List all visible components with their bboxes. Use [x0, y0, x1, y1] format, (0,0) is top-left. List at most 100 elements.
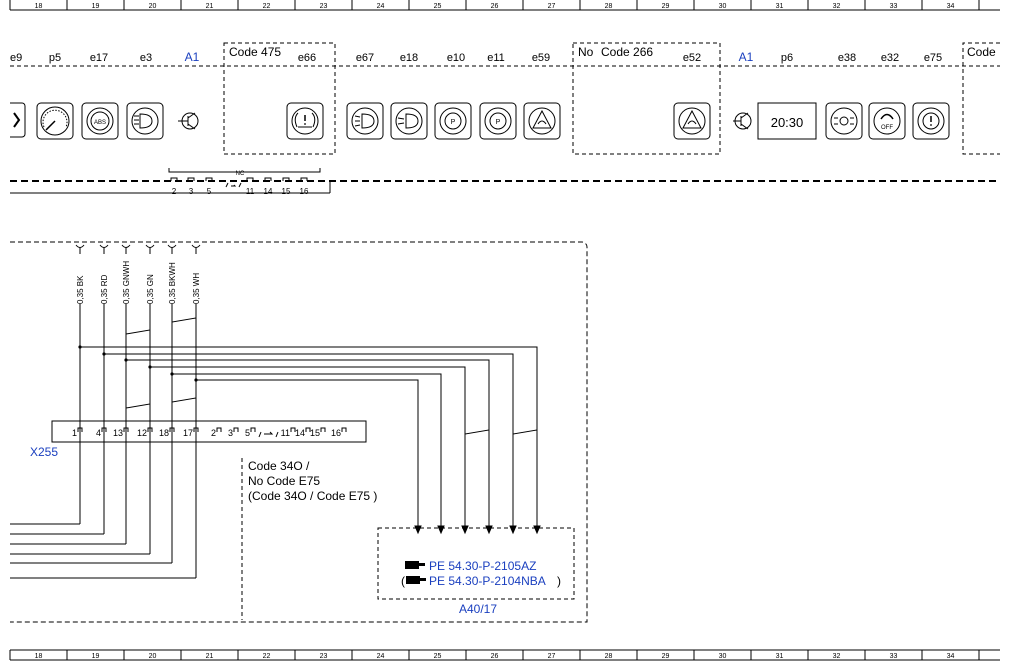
pin-mark: [187, 177, 195, 181]
x255-pin-mark: [341, 427, 347, 432]
wire-top-arrow: [167, 244, 177, 254]
grid-column-label: 20: [149, 653, 157, 660]
twist-mark: [171, 394, 197, 406]
wire-branch: [150, 366, 466, 532]
twist-mark: [125, 400, 151, 412]
component-label: e59: [532, 52, 550, 64]
wire-arrowhead: [437, 525, 445, 535]
x255-pin-mark: [250, 427, 256, 432]
reference-hand-icon: [405, 561, 425, 569]
wire-top-arrow: [75, 244, 85, 254]
e10-parking-brake-icon: P: [434, 102, 472, 140]
component-label: e18: [400, 52, 418, 64]
wire-label: 0,35 BK: [76, 275, 85, 304]
grid-column-label: 19: [92, 653, 100, 660]
e11-parking-brake-icon: P: [479, 102, 517, 140]
pin-mark: [282, 177, 290, 181]
grid-column-label: 28: [605, 3, 613, 10]
grid-column-label: 21: [206, 653, 214, 660]
component-label: A1: [185, 50, 200, 64]
code-right-box: [962, 42, 1000, 155]
wire-branch: [126, 359, 490, 532]
x255-pin-label: 2: [211, 428, 216, 438]
x255-pin-mark: [147, 427, 153, 432]
grid-column-label: 24: [377, 653, 385, 660]
e38-fog-light-icon: [825, 102, 863, 140]
wire-branch: [172, 373, 442, 532]
grid-column-label: 34: [947, 653, 955, 660]
upper-pin-label: 15: [282, 187, 291, 196]
component-label: A1: [739, 50, 754, 64]
x255-pin-label: 11: [281, 428, 290, 438]
grid-column-label: 34: [947, 3, 955, 10]
module-name: A40/17: [459, 602, 497, 616]
grid-column-label: 27: [548, 653, 556, 660]
e17-abs-icon: ABS: [81, 102, 119, 140]
x255-pin-label: 5: [245, 428, 250, 438]
wire-arrowhead: [485, 525, 493, 535]
wire-branch: [80, 346, 538, 532]
x255-pin-label: 14: [295, 428, 305, 438]
pin-mark: [246, 177, 254, 181]
grid-column-label: 27: [548, 3, 556, 10]
x255-pin-label: 3: [228, 428, 233, 438]
code-475-box: [223, 42, 336, 155]
wire-branch: [104, 353, 514, 532]
x255-pin-label: 18: [159, 428, 169, 438]
svg-text:OFF: OFF: [881, 125, 893, 131]
code-475-label: Code 475: [229, 45, 281, 59]
grid-column-label: 31: [776, 653, 784, 660]
svg-text:P: P: [496, 119, 501, 126]
grid-column-label: 22: [263, 653, 271, 660]
grid-column-label: 26: [491, 3, 499, 10]
wire-label: 0,35 GN: [146, 274, 155, 304]
grid-column-label: 32: [833, 653, 841, 660]
x255-pin-mark: [77, 427, 83, 432]
wire-label: 0,35 GNWH: [122, 261, 131, 304]
component-label: e9: [10, 52, 22, 64]
grid-column-label: 25: [434, 3, 442, 10]
x255-pin-label: 13: [113, 428, 123, 438]
x255-pin-mark: [305, 427, 311, 432]
e67-fog-lamp-icon: [346, 102, 384, 140]
x255-pin-label: 15: [310, 428, 320, 438]
wire-top-arrow: [145, 244, 155, 254]
x255-pin-mark: [290, 427, 296, 432]
x255-pin-mark: [169, 427, 175, 432]
svg-text:(: (: [401, 574, 405, 588]
grid-column-label: 29: [662, 653, 670, 660]
pin-mark: [170, 177, 178, 181]
grid-column-label: 26: [491, 653, 499, 660]
module-ref-2[interactable]: PE 54.30-P-2104NBA: [429, 574, 546, 588]
module-a40-17: PE 54.30-P-2105AZ ( PE 54.30-P-2104NBA )…: [377, 527, 575, 616]
component-label: e32: [881, 52, 899, 64]
module-ref-1[interactable]: PE 54.30-P-2105AZ: [429, 559, 536, 573]
wire-branch: [196, 379, 419, 532]
grid-column-label: 32: [833, 3, 841, 10]
grid-column-label: 18: [35, 653, 43, 660]
pin-mark: [205, 177, 213, 181]
x255-pin-label: 1: [72, 428, 77, 438]
a1-transistor-icon-left: [178, 112, 199, 130]
x255-pin-label: 16: [331, 428, 341, 438]
component-label: e52: [683, 52, 701, 64]
wire-label: 0,35 BKWH: [168, 262, 177, 304]
wire-arrowhead: [533, 525, 541, 535]
code-266-box: [572, 42, 721, 155]
wire-top-arrow: [191, 244, 201, 254]
e32-esp-off-icon: OFF: [868, 102, 906, 140]
wire-top-arrow: [121, 244, 131, 254]
upper-pin-label: 11: [246, 187, 255, 196]
svg-text:): ): [557, 574, 561, 588]
x255-pin-mark: [320, 427, 326, 432]
code-note: Code 34O / No Code E75 (Code 34O / Code …: [241, 458, 377, 620]
component-label: e75: [924, 52, 942, 64]
grid-column-label: 19: [92, 3, 100, 10]
component-label: e66: [298, 52, 316, 64]
p5-gauge-icon: [36, 102, 74, 140]
wire-label: 0,35 RD: [100, 274, 109, 304]
